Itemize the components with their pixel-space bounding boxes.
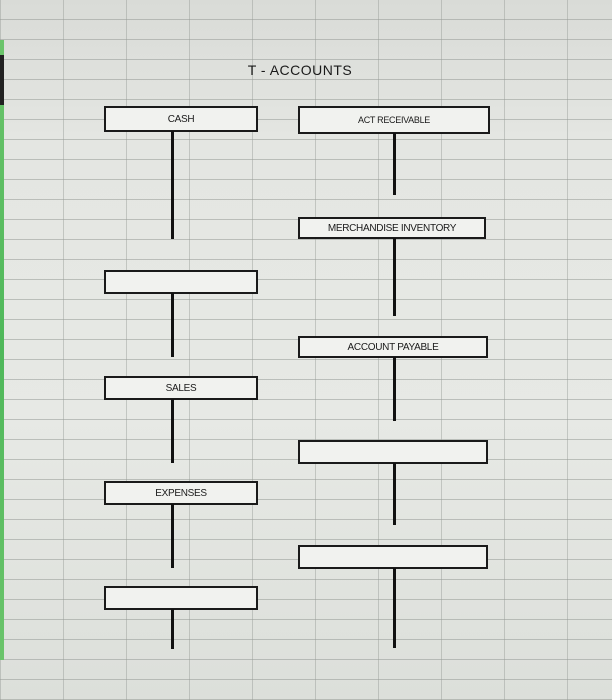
t-account-sales-header: SALES xyxy=(104,376,258,400)
window-edge-dark xyxy=(0,55,4,105)
t-account-blank-header xyxy=(104,270,258,294)
t-account-cash-header: CASH xyxy=(104,106,258,132)
t-account-expenses-header: EXPENSES xyxy=(104,481,258,505)
t-account-blank-header xyxy=(298,545,488,569)
t-account-receivable-stem xyxy=(393,133,396,195)
t-account-inventory-header: MERCHANDISE INVENTORY xyxy=(298,217,486,239)
t-account-blank-stem xyxy=(171,293,174,357)
t-account-blank-header xyxy=(104,586,258,610)
t-account-blank-header xyxy=(298,440,488,464)
t-account-cash-stem xyxy=(171,131,174,239)
page-title: T - ACCOUNTS xyxy=(247,62,353,78)
t-account-receivable-header: ACT RECEIVABLE xyxy=(298,106,490,134)
t-account-expenses-stem xyxy=(171,504,174,568)
window-edge-strip xyxy=(0,40,4,660)
t-account-payable-stem xyxy=(393,357,396,421)
t-account-sales-stem xyxy=(171,399,174,463)
t-account-payable-header: ACCOUNT PAYABLE xyxy=(298,336,488,358)
t-account-inventory-stem xyxy=(393,238,396,316)
t-account-blank-stem xyxy=(171,609,174,649)
t-account-blank-stem xyxy=(393,568,396,648)
t-account-blank-stem xyxy=(393,463,396,525)
